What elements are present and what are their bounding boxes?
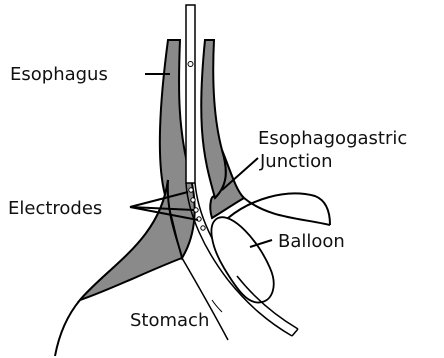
label-balloon: Balloon <box>278 231 345 252</box>
catheter-marker <box>188 62 193 67</box>
right-esophageal-wall <box>201 40 226 198</box>
label-stomach: Stomach <box>130 310 209 331</box>
lumen-right <box>212 300 222 312</box>
label-junction-line1: Esophagogastric <box>258 128 407 149</box>
balloon <box>211 217 273 302</box>
label-esophagus: Esophagus <box>10 64 108 85</box>
label-electrodes: Electrodes <box>8 198 102 219</box>
label-junction-line2: Junction <box>259 151 333 172</box>
catheter-tip <box>292 329 298 336</box>
catheter-shaft <box>186 5 195 183</box>
